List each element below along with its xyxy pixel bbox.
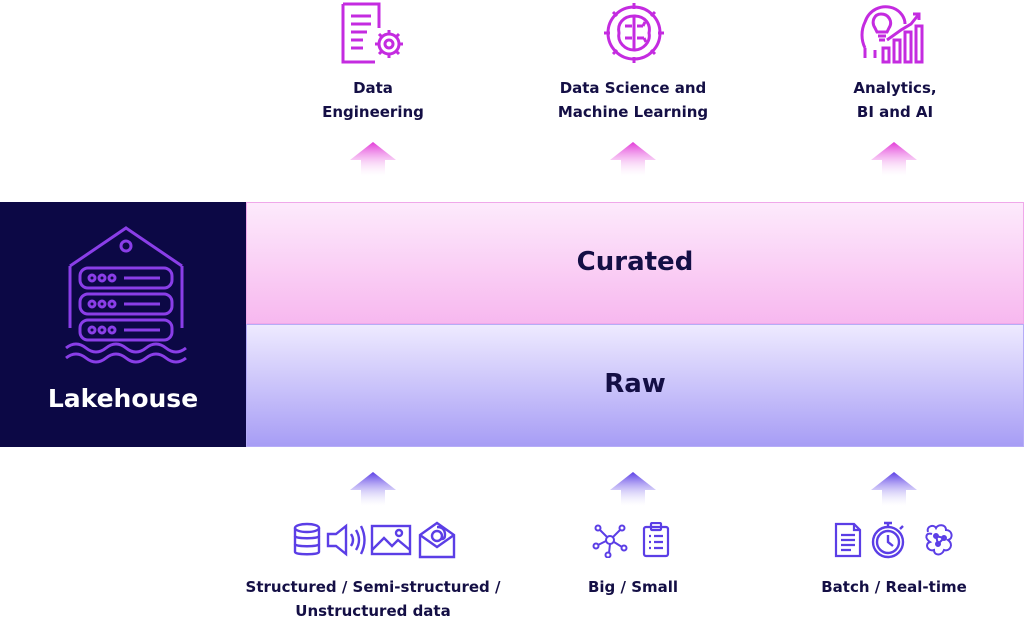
lightbulb-head-chart-icon <box>859 0 929 66</box>
arrow-up-icon <box>350 142 396 176</box>
email-icon <box>418 521 456 559</box>
arrow-up-icon <box>350 472 396 506</box>
curated-layer-label: Curated <box>576 247 694 277</box>
neural-chip-icon <box>922 522 958 558</box>
image-icon <box>370 524 412 556</box>
raw-layer-label: Raw <box>604 369 666 399</box>
curated-layer: Curated <box>246 202 1024 324</box>
stopwatch-icon <box>869 521 907 559</box>
document-icon <box>834 522 862 558</box>
document-gear-icon <box>339 2 409 64</box>
output-label-analytics: Analytics, BI and AI <box>853 79 937 121</box>
input-label-data-types: Structured / Semi-structured / Unstructu… <box>245 578 501 620</box>
brain-gear-icon <box>599 0 669 66</box>
arrow-up-icon <box>871 142 917 176</box>
input-label-velocity: Batch / Real-time <box>821 578 967 596</box>
network-icon <box>592 522 628 558</box>
input-label-volume: Big / Small <box>587 578 679 596</box>
clipboard-icon <box>642 522 670 558</box>
output-label-data-science: Data Science and Machine Learning <box>557 79 709 121</box>
arrow-up-icon <box>610 142 656 176</box>
arrow-up-icon <box>610 472 656 506</box>
output-label-data-engineering: Data Engineering <box>322 79 424 121</box>
database-icon <box>292 522 322 558</box>
speaker-icon <box>324 522 366 558</box>
arrow-up-icon <box>871 472 917 506</box>
lakehouse-panel <box>0 202 246 447</box>
lakehouse-label: Lakehouse <box>47 384 199 413</box>
lakehouse-icon <box>65 226 187 364</box>
raw-layer: Raw <box>246 324 1024 447</box>
